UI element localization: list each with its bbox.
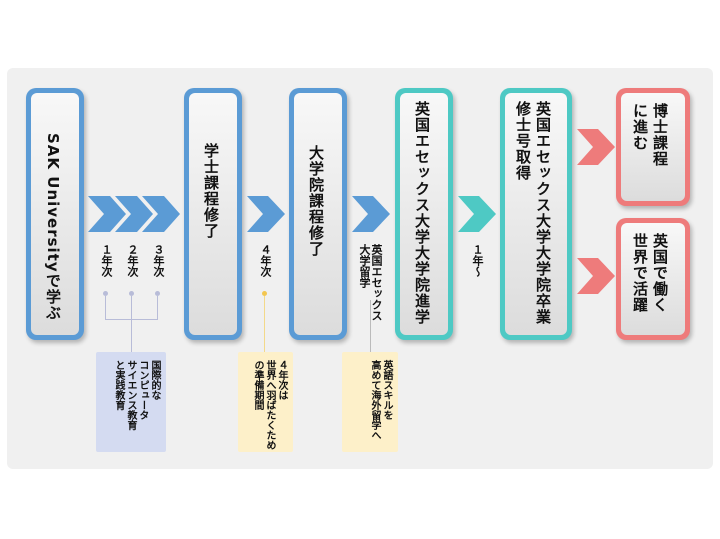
year-label: 英国エセックス 大学留学 (358, 244, 383, 321)
chevron-arrow (115, 196, 153, 232)
stage-label: 英国エセックス大学大学院進学 (413, 101, 431, 325)
year-dot (155, 291, 160, 296)
year-label: １年次 (100, 244, 113, 277)
chevron-arrow (577, 258, 615, 294)
note-text: ４年次は 世界へ羽ばたくため の準備期間 (252, 360, 287, 450)
connector-line (264, 296, 265, 352)
connector-line (131, 319, 132, 352)
year-dot (262, 291, 267, 296)
connector-line (157, 296, 158, 320)
stage-label: 学士課程修了 (202, 143, 220, 239)
stage-label: 大学院課程修了 (307, 145, 325, 257)
note-english-skills: 英語スキルを 高めて海外留学へ (342, 352, 398, 452)
outcome-label: 英国で働く 世界で活躍 (631, 233, 669, 313)
stage-bachelor-completed: 学士課程修了 (184, 88, 242, 340)
connector-line (131, 296, 132, 320)
year-dot (103, 291, 108, 296)
stage-label: SAK Universityで学ぶ (44, 133, 62, 321)
year-label: ２年次 (126, 244, 139, 277)
stage-sak-university: SAK Universityで学ぶ (26, 88, 84, 340)
note-text: 国際的な コンピュータ サイエンス教育 と実践教育 (113, 360, 160, 430)
stage-label: 英国エセックス大学大学院卒業 修士号取得 (514, 101, 552, 325)
outcome-label: 博士課程 に進む (631, 103, 669, 167)
chevron-arrow (458, 196, 496, 232)
chevron-arrow (577, 129, 615, 165)
outcome-work-abroad: 英国で働く 世界で活躍 (616, 218, 690, 340)
note-preparation: ４年次は 世界へ羽ばたくため の準備期間 (238, 352, 293, 452)
year-label: ３年次 (152, 244, 165, 277)
chevron-arrow (352, 196, 390, 232)
stage-graduate-completed: 大学院課程修了 (289, 88, 347, 340)
year-dot (129, 291, 134, 296)
year-label: ４年次 (259, 244, 272, 277)
note-education: 国際的な コンピュータ サイエンス教育 と実践教育 (96, 352, 166, 452)
chevron-arrow (142, 196, 180, 232)
year-label: １年〜 (471, 244, 484, 277)
chevron-arrow (88, 196, 126, 232)
connector-line (370, 300, 371, 352)
outcome-doctoral: 博士課程 に進む (616, 88, 690, 206)
note-text: 英語スキルを 高めて海外留学へ (369, 360, 392, 440)
connector-line (105, 296, 106, 320)
stage-essex-graduate-degree: 英国エセックス大学大学院卒業 修士号取得 (500, 88, 572, 340)
chevron-arrow (247, 196, 285, 232)
stage-essex-graduate-admission: 英国エセックス大学大学院進学 (395, 88, 453, 340)
